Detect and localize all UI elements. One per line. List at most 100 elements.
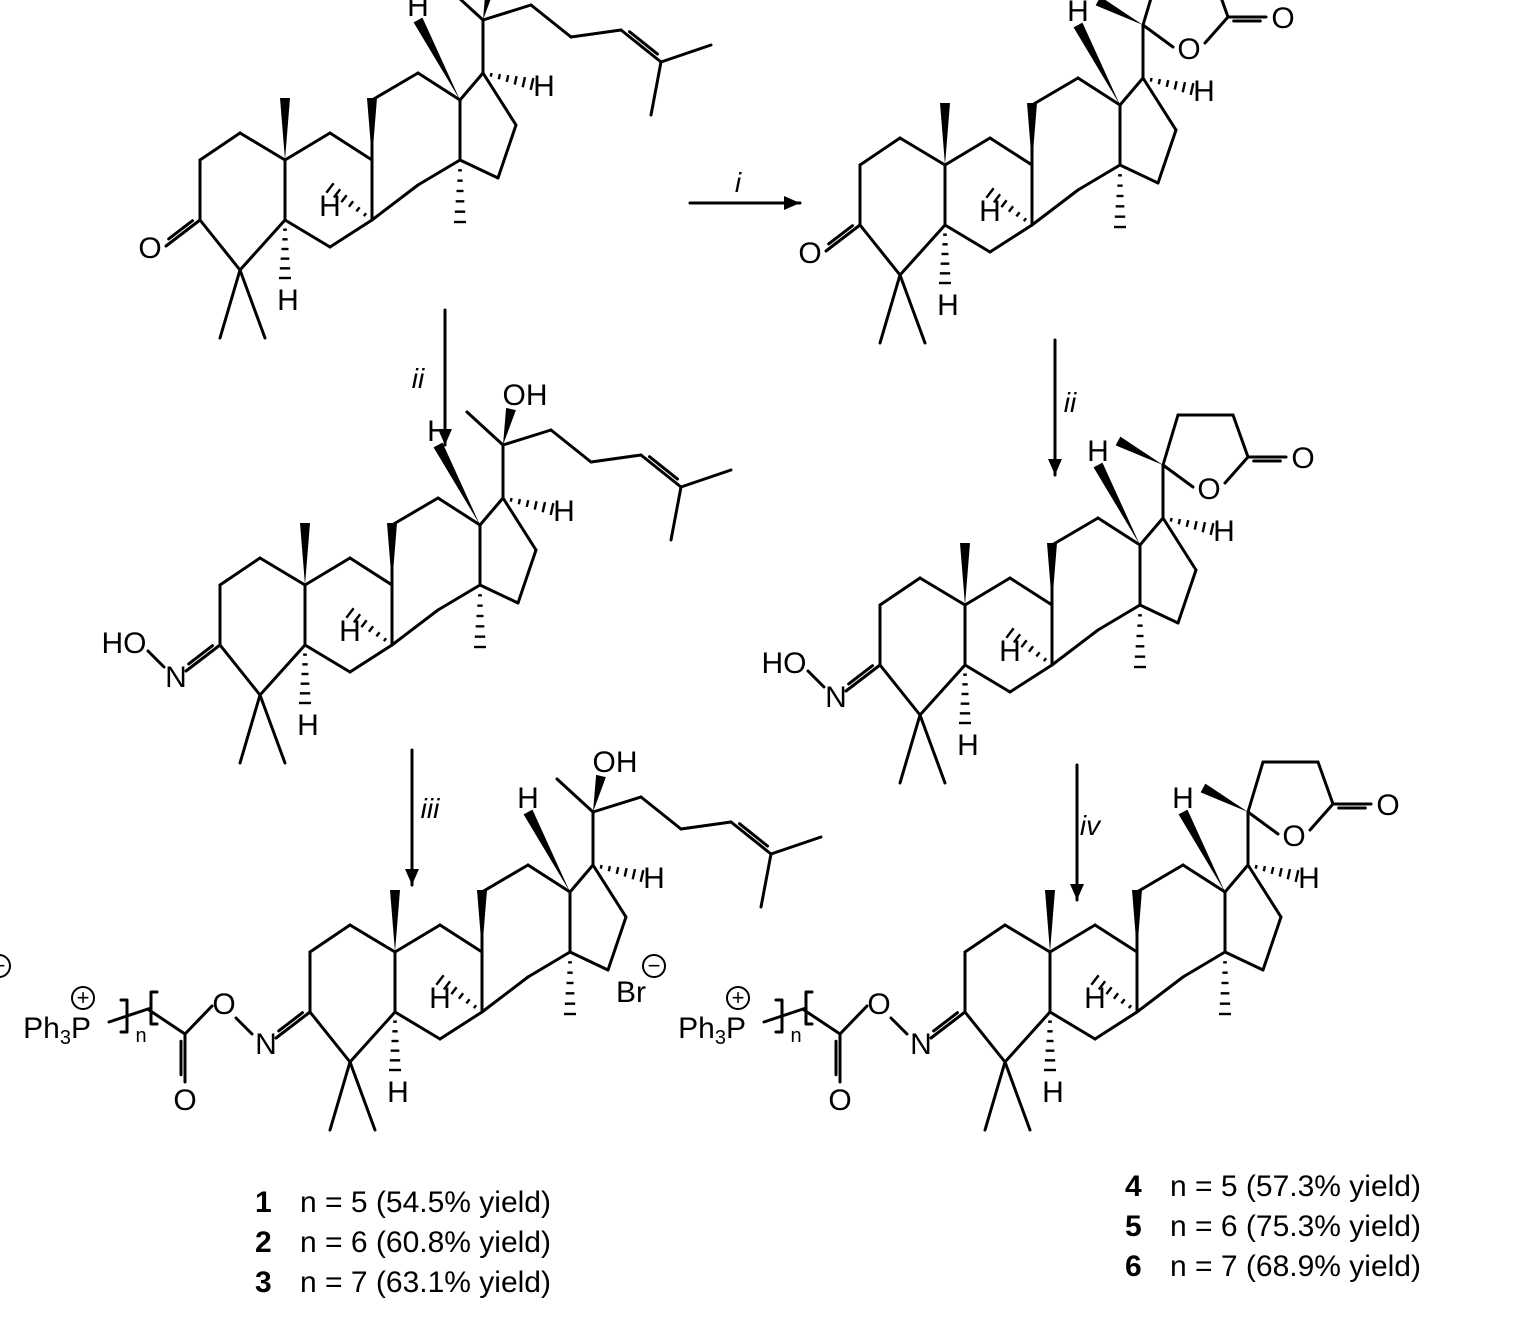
negative-charge-sign: − — [648, 953, 661, 978]
bond — [591, 863, 628, 919]
hash-bond — [442, 980, 452, 991]
bond — [458, 71, 485, 102]
bond — [1203, 15, 1230, 45]
negative-charge-sign: − — [0, 953, 5, 978]
bond — [1156, 128, 1178, 185]
bond — [436, 583, 482, 612]
ring-oxygen-label: O — [1197, 473, 1220, 506]
bond — [898, 136, 947, 167]
bond — [844, 663, 882, 693]
bond — [283, 131, 332, 162]
bond — [806, 669, 826, 689]
bond — [983, 1060, 1007, 1132]
bond — [238, 268, 267, 340]
bond — [988, 136, 1034, 167]
bond — [125, 1006, 153, 1018]
bond — [258, 556, 307, 587]
hash-bond — [1278, 867, 1283, 877]
bond — [218, 556, 262, 587]
bond — [1003, 1060, 1032, 1132]
hash-bond — [631, 868, 637, 880]
bond — [858, 223, 902, 277]
bond — [659, 43, 713, 64]
bond — [1138, 603, 1180, 625]
bond — [847, 664, 874, 686]
compound-entry-2: 2 n = 6 (60.8% yield) — [255, 1226, 551, 1259]
bond — [679, 468, 733, 489]
bond — [274, 1010, 312, 1040]
bond — [1161, 413, 1180, 467]
h-label: H — [1087, 435, 1109, 468]
hash-bond — [509, 497, 513, 502]
bond — [258, 643, 307, 697]
hash-bond — [1020, 639, 1028, 648]
bond — [1161, 516, 1198, 572]
h-label: H — [937, 289, 959, 322]
h-label: H — [979, 195, 1001, 228]
hash-bond — [1127, 1004, 1133, 1009]
hash-bond — [367, 625, 375, 633]
step-label: iv — [1080, 810, 1102, 841]
hash-bond — [1000, 199, 1008, 208]
bond — [963, 663, 1012, 694]
bond — [878, 273, 902, 345]
wedge-bond — [1132, 890, 1142, 952]
bond — [478, 583, 520, 605]
compound-yield: n = 7 (63.1% yield) — [300, 1266, 551, 1299]
hash-bond — [472, 1004, 478, 1009]
bond — [183, 1004, 214, 1036]
wedge-bond — [280, 98, 290, 160]
bond — [416, 71, 462, 102]
bond — [1316, 760, 1335, 806]
wedge-bond — [1200, 783, 1248, 812]
bond — [669, 485, 683, 542]
hydroxyl-label: HO — [102, 627, 147, 660]
arrowhead — [405, 869, 419, 885]
bond — [328, 218, 374, 249]
bond — [218, 643, 262, 697]
bond — [918, 576, 967, 607]
bond — [963, 1010, 1007, 1064]
wedge-bond — [367, 98, 377, 160]
bond — [348, 1010, 397, 1064]
bond — [1008, 663, 1054, 694]
bond — [858, 136, 902, 167]
arrowhead — [1048, 459, 1062, 475]
bond — [328, 131, 374, 162]
hash-bond — [489, 72, 493, 77]
triphenylphosphonium-label: Ph3P — [23, 1012, 91, 1049]
bond — [1076, 76, 1122, 107]
bond — [963, 576, 1012, 607]
bond — [187, 644, 214, 666]
bond — [390, 608, 440, 647]
hash-bond — [340, 194, 348, 203]
bond — [277, 1011, 304, 1033]
compound-entry-5: 5 n = 6 (75.3% yield) — [1125, 1210, 1421, 1243]
bond — [529, 3, 573, 39]
bond — [393, 923, 442, 954]
negative-charge — [642, 954, 666, 978]
bond — [619, 28, 663, 64]
arrow-step-ii-right: ii — [1048, 338, 1077, 477]
nitrogen-label: N — [255, 1028, 277, 1061]
wedge-bond — [1073, 22, 1120, 106]
bond — [1048, 923, 1097, 954]
bond — [1141, 0, 1153, 27]
bond — [501, 428, 553, 447]
bond — [569, 28, 623, 39]
bond — [164, 218, 202, 248]
bond — [348, 1060, 377, 1132]
hash-bond — [1189, 82, 1195, 96]
hash-bond — [1120, 998, 1126, 1005]
bond — [1223, 455, 1250, 485]
hash-bond — [505, 74, 510, 83]
bond — [184, 643, 222, 673]
arrow-step-ii-left: ii — [412, 308, 452, 447]
hash-bond — [1177, 518, 1182, 525]
bond — [549, 428, 593, 464]
h-label: H — [1084, 982, 1106, 1015]
wedge-bond — [1093, 462, 1140, 545]
bond — [1050, 516, 1100, 547]
bond — [627, 30, 659, 56]
